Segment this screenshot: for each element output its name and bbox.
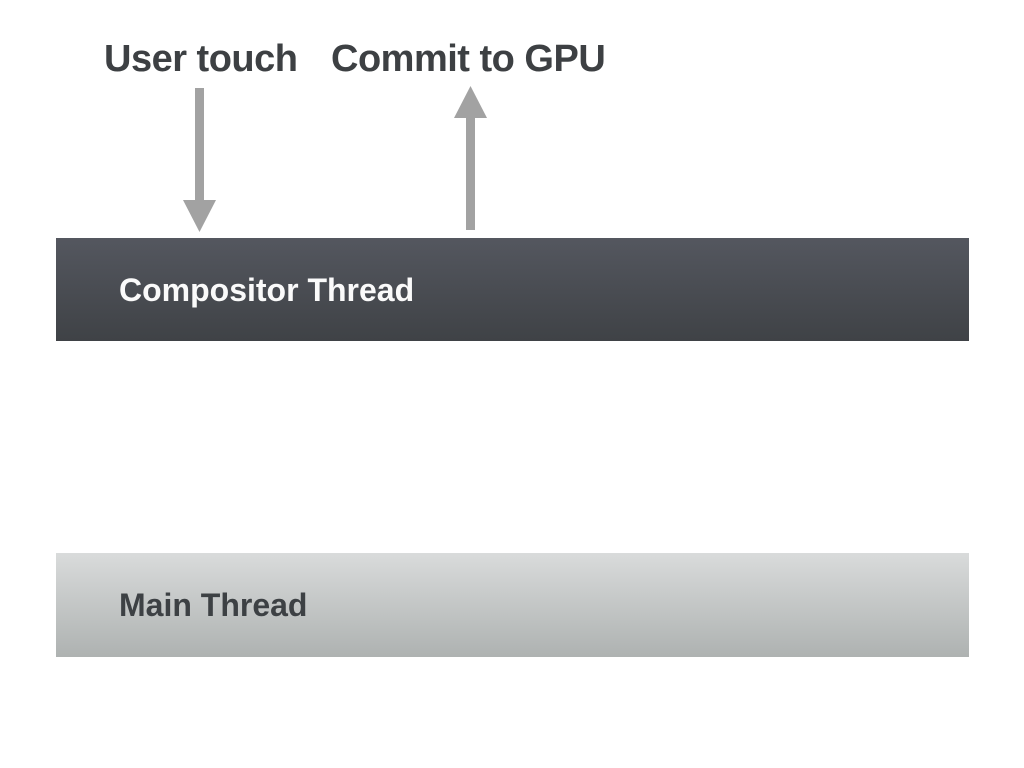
main-thread-bar: Main Thread xyxy=(56,553,969,657)
compositor-thread-bar: Compositor Thread xyxy=(56,238,969,341)
arrow-up-icon xyxy=(454,86,487,230)
arrow-down-icon xyxy=(183,88,216,232)
compositor-thread-label: Compositor Thread xyxy=(119,271,415,308)
main-thread-label: Main Thread xyxy=(119,587,308,623)
user-touch-label: User touch xyxy=(104,38,298,80)
commit-to-gpu-label: Commit to GPU xyxy=(331,38,606,80)
